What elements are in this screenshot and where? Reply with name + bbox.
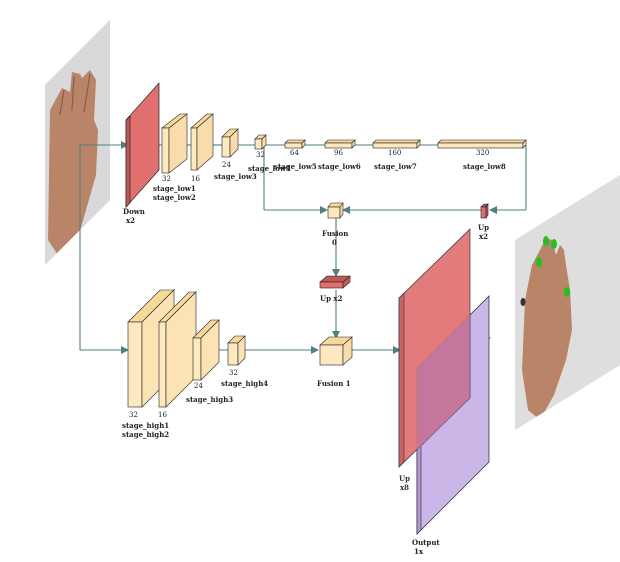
stage-low5-label: stage_low5 [274, 162, 317, 171]
output-scale-label: 1x [414, 547, 424, 556]
stage-low4-block: 32 stage_low4 [248, 134, 291, 173]
down-x2-block: Down x2 [123, 82, 160, 225]
stage-low1-block: 32 stage_low1 stage_low2 [153, 113, 196, 202]
fusion0-number: 0 [332, 238, 337, 247]
stage-high3-label: stage_high3 [186, 395, 233, 404]
up-x8-scale-label: x8 [400, 483, 409, 492]
stage-high3-block: 24 stage_high3 [186, 319, 233, 404]
stage-low2-channels: 16 [191, 175, 200, 183]
stage-low2-label: stage_low2 [153, 193, 196, 202]
stage-low8-channels: 320 [476, 149, 489, 157]
up-label: Up [478, 223, 489, 232]
fusion0-label: Fusion [322, 229, 348, 238]
stage-high4-block: 32 stage_high4 [221, 335, 268, 388]
fusion1-block: Fusion 1 [317, 336, 353, 388]
stage-high1-label: stage_high1 [122, 421, 169, 430]
stage-high4-channels: 32 [229, 369, 238, 377]
up-x2-mid-block: Up x2 [319, 275, 351, 303]
stage-low6-channels: 96 [334, 149, 343, 157]
stage-low8-label: stage_low8 [463, 162, 506, 171]
stage-low6-block: 96 stage_low6 [318, 139, 361, 171]
stage-low5-channels: 64 [290, 149, 299, 157]
stage-low4-channels: 32 [256, 151, 265, 159]
stage-high2-channels: 16 [158, 411, 167, 419]
down-label: Down [123, 207, 145, 216]
up-x2-block: Up x2 [478, 203, 489, 241]
stage-low1-channels: 32 [162, 175, 171, 183]
stage-high1-channels: 32 [129, 411, 138, 419]
stage-low3-channels: 24 [222, 161, 231, 169]
stage-low7-channels: 160 [388, 149, 401, 157]
fusion0-block: Fusion 0 [322, 202, 348, 247]
up-x2-mid-label: Up x2 [320, 294, 343, 303]
stage-low2-block: 16 [190, 113, 214, 183]
stage-low3-block: 24 stage_low3 [214, 128, 257, 181]
stage-high4-label: stage_high4 [221, 379, 268, 388]
stage-high2-label: stage_high2 [122, 430, 169, 439]
stage-low5-block: 64 stage_low5 [274, 139, 317, 171]
stage-low8-block: 320 stage_low8 [437, 139, 527, 171]
stage-low7-block: 160 stage_low7 [372, 139, 421, 171]
stage-low6-label: stage_low6 [318, 162, 361, 171]
output-label: Output [412, 538, 440, 547]
stage-low1-label: stage_low1 [153, 184, 196, 193]
up-x8-label: Up [399, 474, 410, 483]
stage-high3-channels: 24 [194, 382, 203, 390]
fusion1-label: Fusion 1 [317, 379, 351, 388]
overlap-region [417, 315, 470, 451]
stage-high2-block: 16 [158, 291, 197, 419]
up-x2-label: x2 [479, 232, 488, 241]
stage-low4-label: stage_low4 [248, 164, 291, 173]
stage-low3-label: stage_low3 [214, 172, 257, 181]
down-x2-label: x2 [126, 216, 135, 225]
stage-low7-label: stage_low7 [374, 162, 417, 171]
